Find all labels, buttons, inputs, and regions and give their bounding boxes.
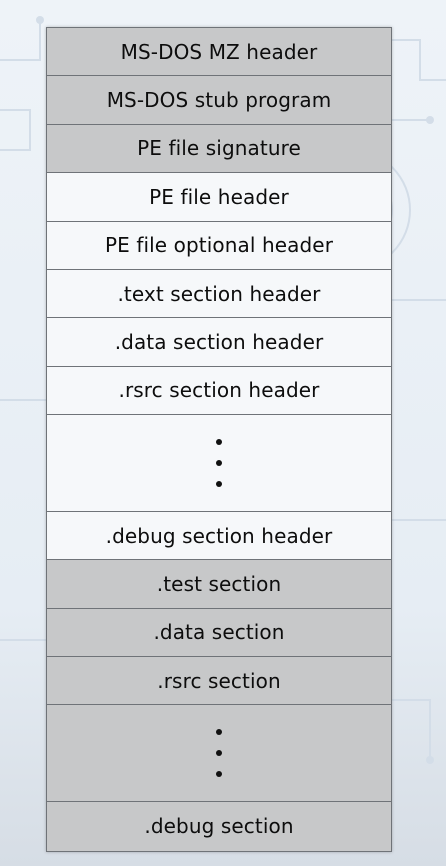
structure-row: .text section header bbox=[47, 269, 391, 319]
structure-row: .debug section header bbox=[47, 511, 391, 561]
ellipsis-row bbox=[47, 705, 391, 803]
ellipsis-dot bbox=[216, 481, 222, 488]
structure-row-label: PE file header bbox=[149, 184, 289, 209]
vertical-ellipsis-icon bbox=[216, 729, 222, 778]
structure-row-label: PE file optional header bbox=[104, 233, 334, 258]
ellipsis-dot bbox=[216, 439, 222, 446]
ellipsis-dot bbox=[216, 729, 222, 736]
structure-row-label: .text section header bbox=[117, 281, 321, 306]
ellipsis-dot bbox=[216, 771, 222, 778]
structure-row: .data section header bbox=[47, 318, 391, 367]
structure-row-label: MS-DOS stub program bbox=[106, 88, 332, 113]
structure-row: .test section bbox=[47, 560, 391, 609]
ellipsis-row bbox=[47, 415, 391, 512]
structure-row: MS-DOS MZ header bbox=[47, 28, 391, 77]
ellipsis-dot bbox=[216, 460, 222, 467]
structure-row: PE file optional header bbox=[47, 221, 391, 270]
structure-row-label: .rsrc section bbox=[157, 668, 281, 693]
structure-row: PE file header bbox=[47, 173, 391, 222]
structure-row-label: MS-DOS MZ header bbox=[120, 39, 318, 64]
structure-row-label: .rsrc section header bbox=[118, 378, 320, 403]
structure-row-label: PE file signature bbox=[137, 136, 301, 161]
structure-row-label: .data section header bbox=[114, 330, 324, 355]
structure-row-label: .debug section bbox=[144, 814, 294, 839]
structure-row-label: .data section bbox=[153, 620, 285, 645]
structure-row: MS-DOS stub program bbox=[47, 76, 391, 125]
structure-row: .rsrc section bbox=[47, 657, 391, 706]
vertical-ellipsis-icon bbox=[216, 439, 222, 488]
structure-row: .rsrc section header bbox=[47, 366, 391, 416]
structure-row: PE file signature bbox=[47, 124, 391, 174]
ellipsis-dot bbox=[216, 750, 222, 757]
structure-row-label: .debug section header bbox=[105, 523, 333, 548]
structure-row: .debug section bbox=[47, 802, 391, 851]
structure-row: .data section bbox=[47, 608, 391, 658]
structure-row-label: .test section bbox=[156, 572, 282, 596]
